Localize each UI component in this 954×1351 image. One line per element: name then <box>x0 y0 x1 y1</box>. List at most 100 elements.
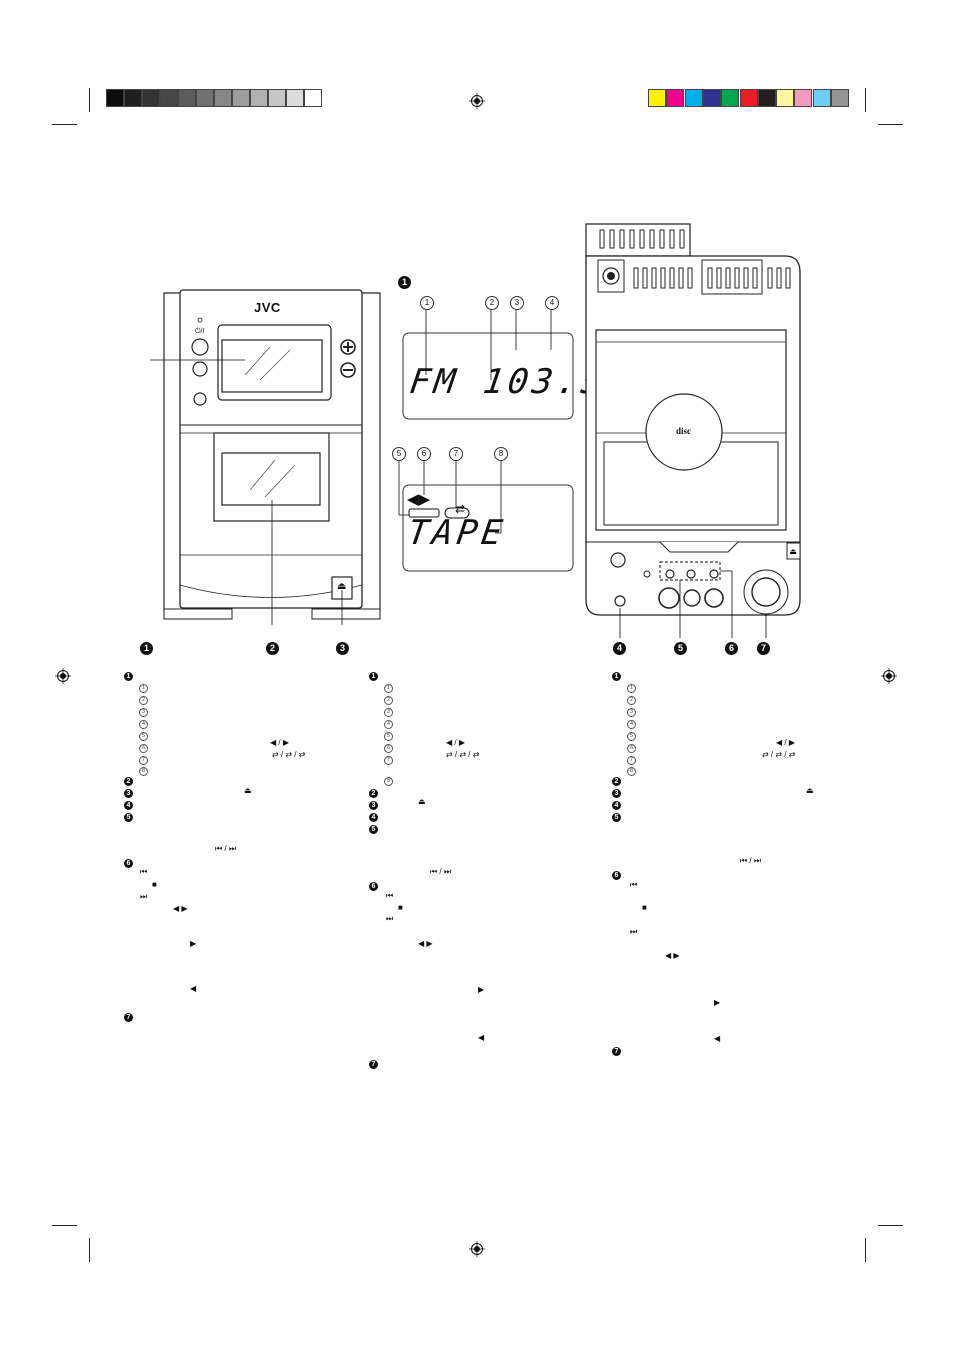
next-icon: ⏭ <box>386 914 394 923</box>
stop-icon: ■ <box>642 903 647 912</box>
registration-mark-icon <box>881 668 897 684</box>
play-icon: ▶ <box>478 985 485 994</box>
item-number: 3 <box>124 789 133 798</box>
color-swatch <box>757 89 776 107</box>
item-number: 1 <box>369 672 378 681</box>
color-swatch <box>702 89 721 107</box>
sub-item-number: 6 <box>139 744 148 753</box>
indicator-number: 1 <box>420 296 434 310</box>
indicator-number: 4 <box>545 296 559 310</box>
display-section-number: 1 <box>398 276 411 289</box>
sub-item-number: 2 <box>139 696 148 705</box>
sub-item-number: 3 <box>627 708 636 717</box>
sub-item-number: 1 <box>384 684 393 693</box>
sub-item-number: 3 <box>139 708 148 717</box>
color-swatch <box>812 89 831 107</box>
item-number: 4 <box>369 813 378 822</box>
display-detail-illustration <box>398 309 574 572</box>
prev-icon: ⏮ <box>140 867 148 876</box>
next-icon: ⏭ <box>140 892 148 901</box>
callout-number: 7 <box>757 642 770 655</box>
sub-item-number: 4 <box>627 720 636 729</box>
eject-icon: ⏏ <box>244 786 252 795</box>
callout-number: 3 <box>336 642 349 655</box>
front-panel-illustration <box>150 289 381 625</box>
crop-mark <box>865 88 866 112</box>
indicator-number: 3 <box>510 296 524 310</box>
sub-item-number: 5 <box>384 732 393 741</box>
callout-number: 4 <box>613 642 626 655</box>
sub-item-number: 1 <box>139 684 148 693</box>
next-icon: ⏭ <box>630 927 638 936</box>
indicator-number: 5 <box>392 447 406 461</box>
sub-item-number: 4 <box>139 720 148 729</box>
dir2-icon: ◀ ▶ <box>418 939 433 948</box>
callout-number: 6 <box>725 642 738 655</box>
color-swatch <box>648 89 666 107</box>
indicator-number: 8 <box>494 447 508 461</box>
tape-mode-readout: TAPE <box>405 513 509 553</box>
indicator-number: 7 <box>449 447 463 461</box>
sub-item-number: 8 <box>627 767 636 776</box>
sub-item-number: 2 <box>627 696 636 705</box>
rev-icon: ⇄ / ⇄ / ⇄ <box>446 750 480 759</box>
eject-icon: ⏏ <box>806 786 814 795</box>
back-icon: ◀ <box>714 1034 721 1043</box>
sub-item-number: 7 <box>627 756 636 765</box>
rev-icon: ⇄ / ⇄ / ⇄ <box>762 750 796 759</box>
gray-swatch <box>106 89 124 107</box>
dir2-icon: ◀ ▶ <box>665 951 680 960</box>
item-number: 5 <box>612 813 621 822</box>
gray-swatch <box>286 89 304 107</box>
item-number: 2 <box>124 777 133 786</box>
dir2-icon: ◀ ▶ <box>173 904 188 913</box>
color-swatch <box>794 89 813 107</box>
gray-swatch <box>304 89 322 107</box>
gray-swatch <box>268 89 286 107</box>
stop-icon: ■ <box>152 880 157 889</box>
sub-item-number: 6 <box>627 744 636 753</box>
item-number: 4 <box>612 801 621 810</box>
svg-text:⏏: ⏏ <box>789 547 797 556</box>
item-number: 7 <box>124 1013 133 1022</box>
eject-icon: ⏏ <box>418 797 426 806</box>
sub-item-number: 1 <box>627 684 636 693</box>
dir-icon: ◀ / ▶ <box>446 738 465 747</box>
item-number: 3 <box>612 789 621 798</box>
sub-item-number: 2 <box>384 696 393 705</box>
crop-mark <box>89 1238 90 1262</box>
item-number: 6 <box>124 859 133 868</box>
gray-swatch <box>178 89 196 107</box>
stop-icon: ■ <box>398 903 403 912</box>
dir-icon: ◀ / ▶ <box>776 738 795 747</box>
gray-swatch <box>214 89 232 107</box>
color-swatch <box>666 89 685 107</box>
item-number: 1 <box>124 672 133 681</box>
registration-mark-icon <box>469 93 485 109</box>
sub-item-number: 3 <box>384 708 393 717</box>
sub-item-number: 7 <box>139 756 148 765</box>
callout-number: 5 <box>674 642 687 655</box>
registration-mark-icon <box>55 668 71 684</box>
item-number: 7 <box>612 1047 621 1056</box>
prev-icon: ⏮ <box>630 880 638 889</box>
color-swatch <box>831 89 849 107</box>
play-icon: ▶ <box>190 939 197 948</box>
sub-item-number: 8 <box>139 767 148 776</box>
gray-swatch <box>142 89 160 107</box>
sub-item-number: 5 <box>627 732 636 741</box>
gray-swatch <box>196 89 214 107</box>
crop-mark <box>52 1225 77 1226</box>
disc-logo: disc <box>676 426 692 436</box>
item-number: 6 <box>612 871 621 880</box>
power-button-label: ⏻/I <box>195 328 205 335</box>
item-number: 5 <box>124 813 133 822</box>
crop-mark <box>89 88 90 112</box>
item-number: 6 <box>369 882 378 891</box>
top-unit-illustration: ⏏ <box>585 223 801 638</box>
prev-icon: ⏮ <box>386 891 394 900</box>
color-swatch <box>739 89 758 107</box>
back-icon: ◀ <box>478 1033 485 1042</box>
dir-icon: ◀ / ▶ <box>270 738 289 747</box>
gray-swatch <box>160 89 178 107</box>
